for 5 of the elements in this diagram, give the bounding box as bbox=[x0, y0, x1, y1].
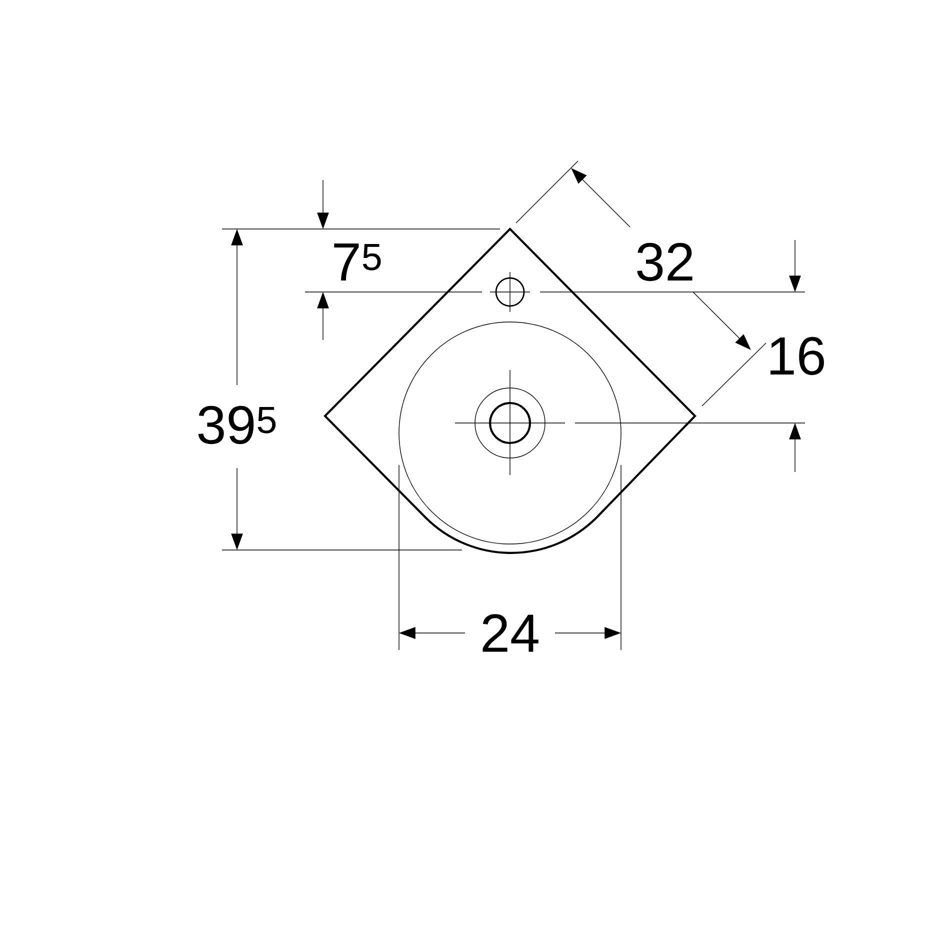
dimension-label: 24 bbox=[482, 614, 538, 652]
dimension-label: 39$^{5}$ bbox=[198, 406, 276, 444]
dimension-label: 32 bbox=[637, 242, 692, 282]
dimension-label: 16 bbox=[770, 336, 824, 376]
dimension-label: 7$^{5}$ bbox=[334, 243, 381, 281]
